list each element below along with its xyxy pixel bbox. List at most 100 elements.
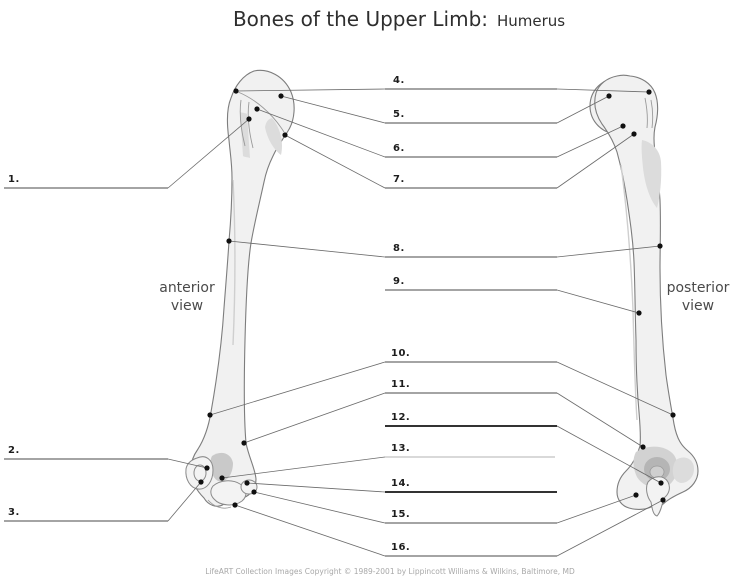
page-title: Bones of the Upper Limb: <box>233 7 488 31</box>
callout-16: 16. <box>234 499 664 557</box>
callout-6-leader-right <box>556 125 624 158</box>
callout-11-leader-left <box>243 392 386 444</box>
callout-2-number: 2. <box>8 445 20 456</box>
callout-7-leader-right <box>556 133 635 189</box>
marker-dot <box>219 475 225 481</box>
anterior-head-shading <box>265 118 282 155</box>
callout-1-leader <box>167 118 250 189</box>
callout-1-number: 1. <box>8 174 20 185</box>
callout-5-leader-left <box>280 95 386 124</box>
anterior-distal-shading <box>210 452 233 482</box>
marker-dot <box>282 132 288 138</box>
callout-12: 12. <box>385 412 662 484</box>
callout-16-leader-left <box>234 504 386 557</box>
callout-4-number: 4. <box>393 75 405 86</box>
callout-8: 8. <box>228 240 661 258</box>
posterior-shaft-line <box>620 164 638 421</box>
callout-10-leader-left <box>209 361 386 416</box>
trochlea-shape-posterior <box>646 476 670 517</box>
posterior-neck-shading <box>641 140 662 208</box>
trochlea-shape-anterior <box>210 480 247 506</box>
callout-8-leader-left <box>228 240 386 258</box>
callout-13-leader-left <box>221 456 386 479</box>
callout-16-leader-right <box>556 499 664 557</box>
callout-10-leader-right <box>556 361 674 416</box>
callout-11-leader-right <box>556 392 644 448</box>
marker-dot <box>233 88 239 94</box>
lateral-epicondyle-shading <box>672 457 694 483</box>
callout-5: 5. <box>280 95 610 124</box>
callout-4: 4. <box>235 75 650 93</box>
posterior-tubercle-ridge-2 <box>650 99 654 129</box>
marker-dot <box>207 412 213 418</box>
anterior-distal-curl <box>207 499 232 509</box>
anterior-view-label: anterior view <box>159 280 215 314</box>
marker-dot <box>657 243 663 249</box>
anterior-marker-dots <box>198 88 288 508</box>
callout-12-leader-right <box>556 425 662 484</box>
callout-6-leader-left <box>256 108 386 158</box>
marker-dot <box>244 480 250 486</box>
marker-dot <box>640 444 646 450</box>
anterior-view-label-line1: anterior <box>159 280 215 296</box>
callout-13: 13. <box>221 443 555 479</box>
callout-6-number: 6. <box>393 143 405 154</box>
callout-3: 3. <box>4 481 202 522</box>
marker-dot <box>670 412 676 418</box>
callout-2: 2. <box>4 445 208 469</box>
marker-dot <box>606 93 612 99</box>
marker-dot <box>631 131 637 137</box>
olecranon-fossa-inner <box>649 465 665 479</box>
marker-dot <box>251 489 257 495</box>
marker-dot <box>198 479 204 485</box>
marker-dot <box>658 480 664 486</box>
posterior-tubercle-ridge-1 <box>644 97 648 129</box>
callout-4-leader-left <box>235 88 386 92</box>
marker-dot <box>254 106 260 112</box>
callout-7: 7. <box>284 133 635 189</box>
bicipital-groove-line-1 <box>239 99 246 147</box>
callout-5-leader-right <box>556 95 610 124</box>
posterior-view-label-line1: posterior <box>667 280 730 296</box>
callout-15: 15. <box>253 491 637 524</box>
callout-9-leader-right <box>556 289 640 314</box>
callout-7-number: 7. <box>393 174 405 185</box>
marker-dot <box>620 123 626 129</box>
anterior-humerus-illustration <box>185 69 295 509</box>
bicipital-groove-line-2 <box>247 101 254 149</box>
callout-10-number: 10. <box>391 348 410 359</box>
marker-dot <box>232 502 238 508</box>
callout-1: 1. <box>4 118 250 189</box>
anterior-view-label-line2: view <box>171 298 203 314</box>
callout-15-leader-right <box>556 494 637 524</box>
callout-13-number: 13. <box>391 443 410 454</box>
callout-3-leader <box>167 481 202 522</box>
posterior-view-label-line2: view <box>682 298 714 314</box>
callout-8-leader-right <box>556 245 661 258</box>
marker-dot <box>646 89 652 95</box>
marker-dot <box>204 465 210 471</box>
callout-15-number: 15. <box>391 509 410 520</box>
callout-4-leader-right <box>556 88 650 93</box>
callout-10: 10. <box>209 348 674 416</box>
anatomical-neck-line <box>237 91 285 133</box>
callout-8-number: 8. <box>393 243 405 254</box>
callout-11-number: 11. <box>391 379 410 390</box>
posterior-humerus-illustration <box>589 74 699 517</box>
marker-dot <box>633 492 639 498</box>
copyright-text: LifeART Collection Images Copyright © 19… <box>205 567 575 576</box>
callout-3-number: 3. <box>8 507 20 518</box>
anterior-shaft-line <box>232 179 236 346</box>
callout-14-leader-left <box>246 482 386 493</box>
callout-14-number: 14. <box>391 478 410 489</box>
callout-11: 11. <box>243 379 644 448</box>
marker-dot <box>226 238 232 244</box>
callout-12-number: 12. <box>391 412 410 423</box>
anterior-groove-shading <box>240 112 250 158</box>
marker-dot <box>278 93 284 99</box>
posterior-humerus-outline <box>594 74 699 510</box>
callout-9: 9. <box>385 276 640 314</box>
callout-15-leader-left <box>253 491 386 524</box>
posterior-view-label: posterior view <box>667 280 730 314</box>
